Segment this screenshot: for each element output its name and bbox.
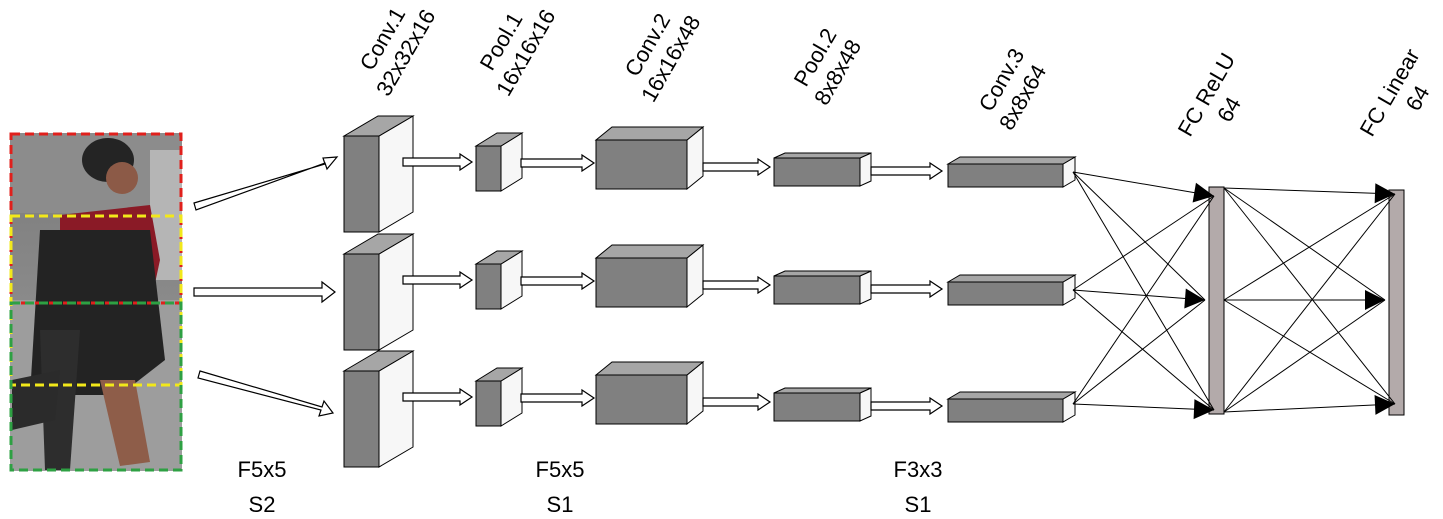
- conv2-block-top: [594, 361, 705, 376]
- flow-arrow-middle-2: [520, 271, 596, 291]
- fc-linear-bar: [1388, 189, 1405, 416]
- conv2-block-front: [595, 139, 688, 190]
- pool2-block-front: [773, 157, 861, 187]
- layer-blocks: [342, 115, 1077, 468]
- fc-line-conv3-2-relu-0: [1072, 195, 1215, 405]
- fc-relu-arrowhead-1: [1184, 288, 1205, 309]
- fc-relu-name-label: FC ReLU: [1173, 49, 1240, 141]
- flow-arrow-middle-4: [870, 279, 944, 299]
- conv3-block-front: [947, 281, 1064, 306]
- fc-line-relu-0-linear-1: [1223, 187, 1386, 301]
- fc-linear-arrowhead-1: [1365, 290, 1385, 310]
- conv1-block-front: [343, 253, 380, 351]
- pool1-block-bottom: [474, 367, 524, 427]
- conv2-block-bottom: [594, 360, 705, 426]
- conv3-block-bottom: [946, 391, 1077, 423]
- fc-line-relu-2-linear-0: [1223, 193, 1396, 413]
- pool1-block-middle: [474, 250, 524, 310]
- flow-arrow-middle-3: [702, 275, 772, 295]
- fc-relu-arrowhead-2: [1193, 399, 1214, 420]
- conv2-block-front: [595, 374, 688, 425]
- input-arrows: [193, 156, 339, 417]
- conv3-block-front: [947, 398, 1064, 423]
- fc-line-relu-0-linear-2: [1223, 187, 1396, 405]
- conv2-block-middle: [594, 243, 705, 309]
- filter-labels: F5x5 S2 F5x5 S1 F3x3 S1: [238, 457, 943, 517]
- flow-arrow-top-3: [702, 157, 772, 177]
- filter-label-1: F5x5: [238, 457, 287, 482]
- stride-label-1: S2: [249, 492, 276, 517]
- conv3-block-top: [946, 274, 1077, 283]
- fc-line-conv3-0-relu-0: [1072, 171, 1215, 197]
- filter-label-2: F5x5: [536, 457, 585, 482]
- conv1-block-front: [343, 370, 380, 468]
- pool2-block-side: [859, 152, 872, 187]
- fc-line-conv3-0-relu-2: [1072, 171, 1215, 411]
- conv1-block-middle: [342, 233, 415, 351]
- conv2-block-top: [594, 126, 705, 141]
- fc-line-conv3-0-relu-1: [1072, 171, 1206, 301]
- fc-line-relu-0-linear-0: [1223, 187, 1396, 195]
- fc-line-relu-2-linear-1: [1223, 299, 1386, 413]
- arrow-input-middle: [193, 280, 336, 304]
- fc-connections: [1072, 171, 1405, 420]
- fc-line-conv3-1-relu-1: [1072, 289, 1206, 301]
- input-image: [9, 132, 183, 472]
- pool2-block-top: [773, 387, 872, 394]
- pool2-block-top: [773, 152, 872, 159]
- pool2-block-top: [773, 270, 872, 277]
- flow-arrow-top-4: [870, 161, 944, 181]
- pool1-block-top: [474, 132, 524, 192]
- flow-arrow-bottom-1: [402, 387, 474, 407]
- pool2-block-side: [859, 387, 872, 422]
- flow-arrow-middle-1: [402, 270, 474, 290]
- fc-line-conv3-2-relu-2: [1072, 403, 1215, 411]
- filter-label-3: F3x3: [894, 457, 943, 482]
- conv1-block-front: [343, 135, 380, 233]
- conv2-block-top: [594, 125, 705, 191]
- conv3-block-top: [946, 156, 1077, 165]
- fc-linear-arrowhead-0: [1374, 183, 1395, 204]
- conv3-block-top: [946, 391, 1077, 400]
- conv3-block-middle: [946, 274, 1077, 306]
- flow-arrow-bottom-2: [520, 388, 596, 408]
- fc-relu-arrowhead-0: [1192, 182, 1214, 203]
- conv2-block-front: [595, 257, 688, 308]
- flow-arrow-bottom-3: [702, 392, 772, 412]
- pool2-block-side: [859, 270, 872, 305]
- pool2-block-front: [773, 392, 861, 422]
- fc-line-conv3-2-relu-1: [1072, 299, 1206, 405]
- pool2-block-top: [773, 152, 872, 187]
- pool2-block-front: [773, 275, 861, 305]
- pool1-block-front: [475, 380, 502, 427]
- fc-line-relu-2-linear-2: [1223, 403, 1396, 413]
- pool1-block-front: [475, 145, 502, 192]
- conv1-block-bottom: [342, 350, 415, 468]
- arrow-input-top: [193, 156, 339, 211]
- layer-labels: Conv.1 32x32x16 Pool.1 16x16x16 Conv.2 1…: [355, 3, 1435, 141]
- conv3-block-front: [947, 163, 1064, 188]
- stride-label-3: S1: [905, 492, 932, 517]
- arrow-input-bottom: [197, 370, 335, 417]
- pool2-block-middle: [773, 270, 872, 305]
- fc-line-relu-1-linear-0: [1223, 193, 1396, 301]
- pool1-block-front: [475, 263, 502, 310]
- pool2-block-bottom: [773, 387, 872, 422]
- flow-arrow-bottom-4: [870, 396, 944, 416]
- fc-relu-bar: [1208, 186, 1225, 415]
- flow-arrows: [402, 152, 944, 416]
- fc-line-conv3-1-relu-0: [1072, 195, 1215, 291]
- flow-arrow-top-1: [402, 152, 474, 172]
- conv2-block-top: [594, 244, 705, 259]
- fc-line-conv3-1-relu-2: [1072, 289, 1215, 411]
- stride-label-2: S1: [547, 492, 574, 517]
- conv1-block-top: [342, 115, 415, 233]
- conv3-block-top: [946, 156, 1077, 188]
- flow-arrow-top-2: [520, 153, 596, 173]
- fc-linear-arrowhead-2: [1374, 394, 1395, 415]
